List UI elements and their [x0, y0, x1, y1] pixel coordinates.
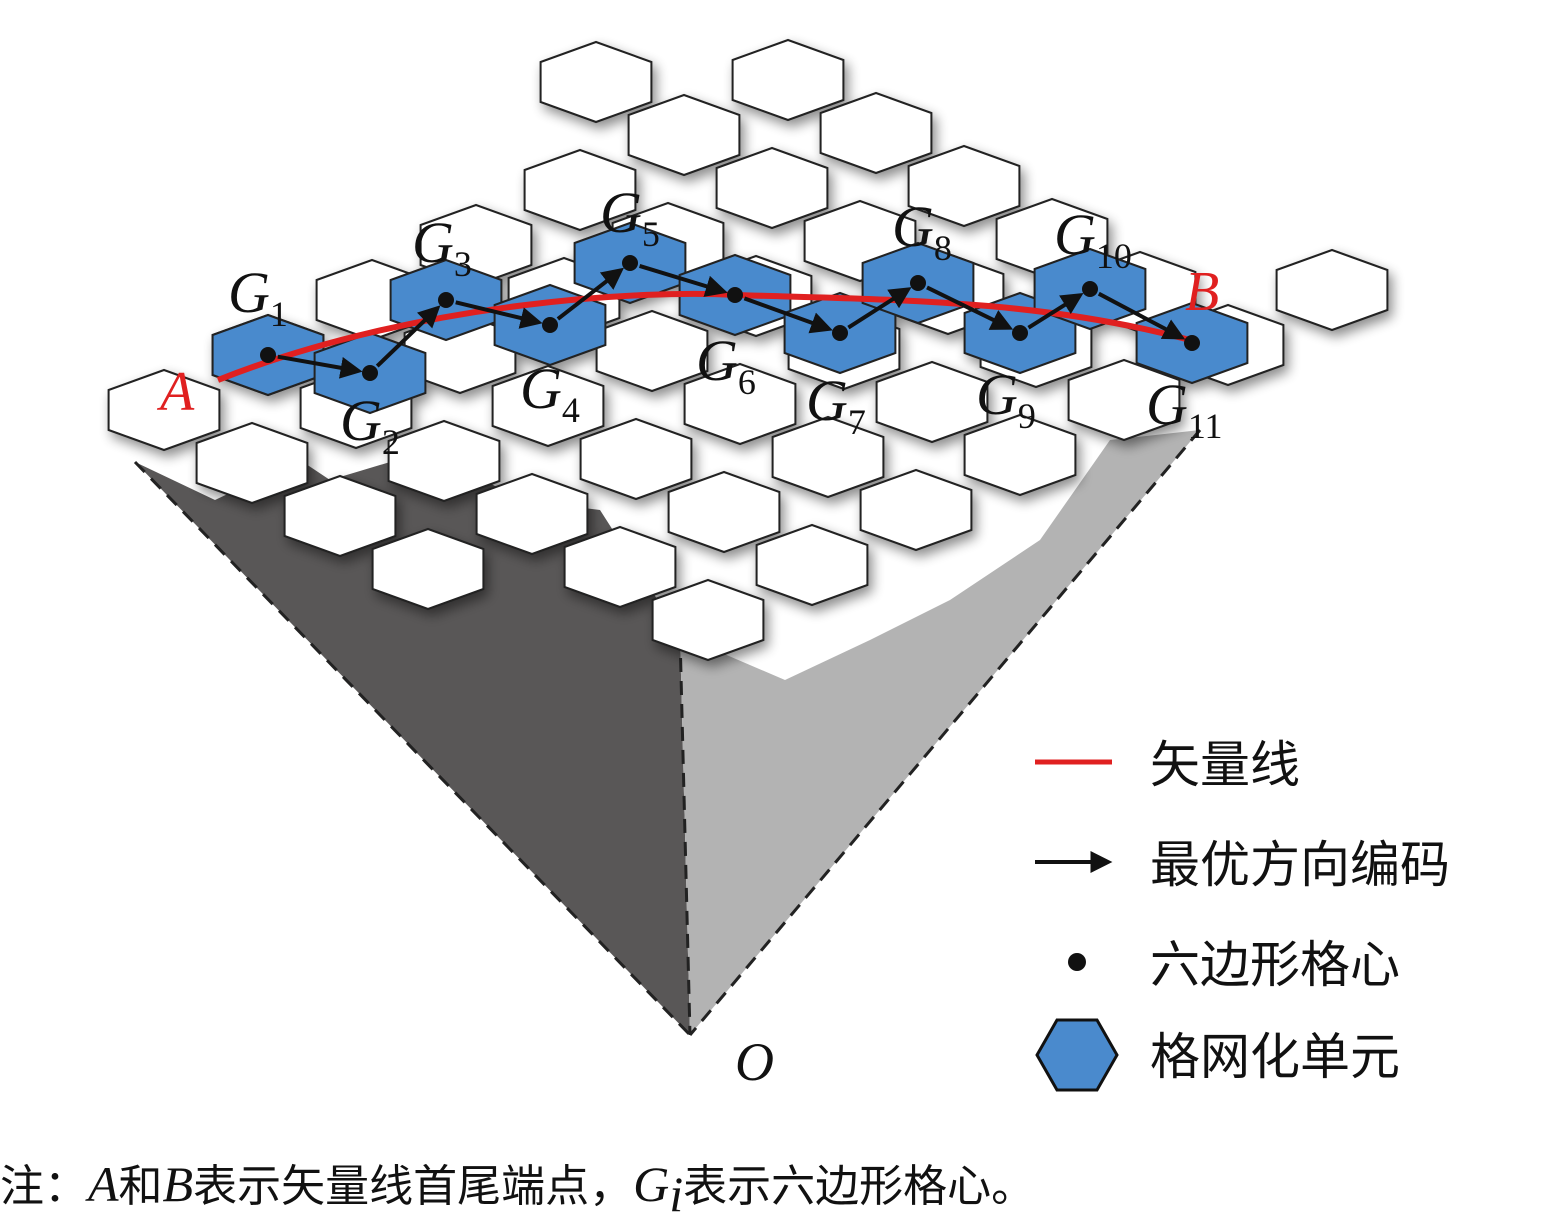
legend-hex-swatch: [1035, 1018, 1119, 1092]
grid-cell: [715, 146, 829, 230]
hex-center-g9: [1012, 325, 1028, 341]
direction-arrow: [556, 267, 624, 321]
point-labels: G1 G2 G3 G4 G5 G6 G7 G8 G9 G10 G11 A B O: [156, 180, 1223, 1092]
label-g8: G8: [892, 194, 952, 268]
hex-center-g2: [362, 365, 378, 381]
direction-arrow: [743, 296, 833, 334]
note-suffix: 表示六边形格心。: [683, 1161, 1036, 1212]
hex-center-g8: [910, 275, 926, 291]
label-g1: G1: [228, 260, 288, 334]
direction-arrow: [1027, 293, 1084, 330]
legend-hex-label: 格网化单元: [1150, 1028, 1400, 1086]
note-prefix: 注：: [0, 1161, 88, 1212]
legend-arrow-label: 最优方向编码: [1150, 836, 1450, 894]
legend-vector-line-label: 矢量线: [1150, 736, 1300, 794]
grid-cell: [491, 364, 605, 448]
note-a: A: [88, 1156, 119, 1212]
hex-centers: [260, 255, 1200, 381]
grid-cell: [1067, 358, 1181, 442]
hex-center-g1: [260, 347, 276, 363]
hex-center-g10: [1082, 281, 1098, 297]
direction-arrow: [277, 354, 363, 379]
pyramid-body: [133, 429, 1202, 1037]
grid-cell: [907, 144, 1021, 228]
hex-center-g3: [438, 292, 454, 308]
grid-cell: [875, 360, 989, 444]
grid-cell: [963, 413, 1077, 497]
direction-arrow: [847, 287, 912, 330]
label-g2: G2: [340, 388, 400, 462]
hex-center-g5: [622, 255, 638, 271]
grid-cell: [475, 472, 589, 556]
note-g: G: [633, 1156, 670, 1212]
grid-cell: [859, 468, 973, 552]
direction-arrow: [1097, 291, 1186, 340]
grid-cell: [651, 578, 765, 662]
light-face: [680, 430, 1200, 1035]
label-o: O: [735, 1032, 774, 1092]
label-g6: G6: [696, 328, 756, 402]
grid-cell: [563, 525, 677, 609]
grid-cell: [371, 527, 485, 611]
grid-cell: [107, 368, 221, 452]
grid-cell: [819, 91, 933, 175]
hex-center-g4: [542, 317, 558, 333]
label-a: A: [156, 361, 195, 423]
grid-cell: [731, 38, 845, 122]
label-b: B: [1185, 261, 1219, 323]
grid-cell: [595, 309, 709, 393]
figure-note: 注：A和B表示矢量线首尾端点，Gi表示六边形格心。: [0, 1150, 1550, 1222]
hex-center-g7: [832, 325, 848, 341]
label-g4: G4: [520, 356, 580, 430]
label-g9: G9: [976, 362, 1036, 436]
direction-arrow: [375, 305, 441, 368]
grid-cell: [683, 362, 797, 446]
hex-center-g6: [727, 287, 743, 303]
grid-cell: [523, 148, 637, 232]
legend-dot-label: 六边形格心: [1150, 936, 1400, 994]
dark-face: [135, 450, 690, 1035]
note-i: i: [669, 1165, 684, 1222]
grid-cell: [283, 474, 397, 558]
grid-cell: [755, 523, 869, 607]
label-g7: G7: [806, 368, 866, 442]
grid-cell: [627, 93, 741, 177]
hex-center-g11: [1184, 335, 1200, 351]
direction-arrow: [455, 300, 543, 329]
grid-cell: [195, 421, 309, 505]
label-g10: G10: [1054, 202, 1132, 276]
legend-dot-swatch: [1068, 953, 1086, 971]
note-b: B: [162, 1156, 194, 1212]
grid-cell: [579, 417, 693, 501]
label-g5: G5: [600, 180, 660, 254]
hex-grid: [107, 38, 1389, 662]
direction-arrow: [926, 285, 1014, 330]
grid-cell: [667, 470, 781, 554]
grid-cell: [539, 40, 653, 124]
grid-cell: [387, 419, 501, 503]
grid-cell: [771, 415, 885, 499]
note-mid: 表示矢量线首尾端点，: [193, 1161, 634, 1212]
label-g3: G3: [412, 210, 472, 284]
note-and: 和: [118, 1161, 163, 1212]
grid-cell: [1275, 248, 1389, 332]
label-g11: G11: [1146, 372, 1223, 446]
legend: 矢量线 最优方向编码 六边形格心 格网化单元: [1035, 736, 1450, 1092]
direction-arrow: [639, 263, 728, 297]
direction-arrows: [277, 263, 1186, 379]
